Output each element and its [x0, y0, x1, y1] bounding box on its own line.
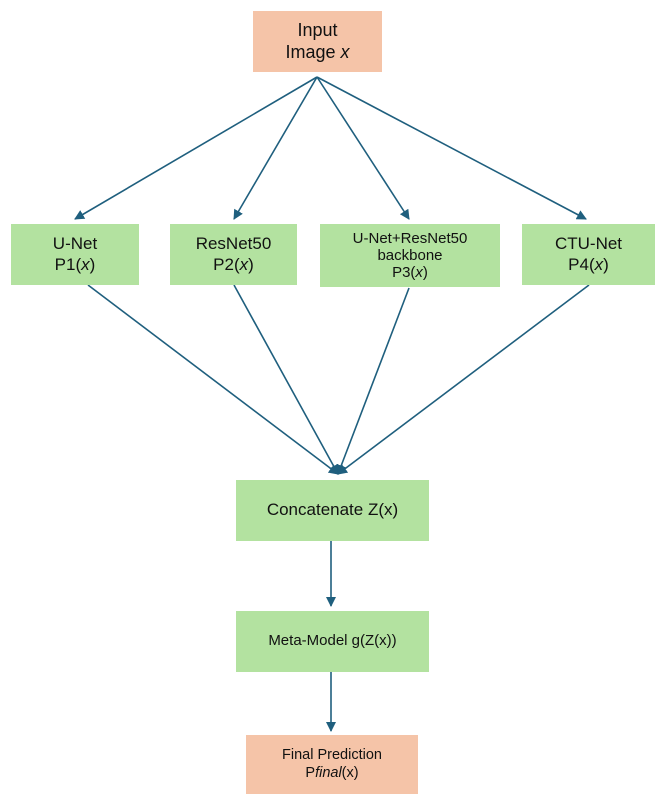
edge-unet-to-concatenate	[87, 284, 339, 475]
unet-resnet50-line2: backbone	[377, 246, 443, 264]
resnet50-line1: ResNet50	[195, 233, 272, 253]
edge-input-to-resnet50	[233, 76, 318, 220]
unet-line1: U-Net	[52, 233, 98, 253]
unet-resnet50-node: U-Net+ResNet50 backbone P3(x)	[320, 224, 500, 287]
unet-resnet50-line1: U-Net+ResNet50	[352, 229, 468, 247]
ctu-net-line1: CTU-Net	[554, 233, 623, 253]
concatenate-node: Concatenate Z(x)	[236, 480, 429, 541]
edge-ctu-net-to-concatenate	[337, 284, 590, 475]
resnet50-node: ResNet50 P2(x)	[170, 224, 297, 285]
final-prediction-node: Final Prediction Pfinal(x)	[246, 735, 418, 794]
concatenate-label: Concatenate Z(x)	[266, 500, 399, 520]
final-line2: Pfinal(x)	[305, 764, 359, 781]
resnet50-line2: P2(x)	[213, 254, 254, 274]
edge-unet-resnet50-to-concatenate	[336, 287, 410, 475]
edge-resnet50-to-concatenate	[233, 284, 339, 475]
edge-input-to-ctu-net	[316, 76, 587, 220]
ctu-net-line2: P4(x)	[568, 254, 609, 274]
unet-resnet50-line3: P3(x)	[392, 264, 428, 282]
input-line2: Image x	[285, 41, 350, 62]
unet-line2: P1(x)	[54, 254, 96, 274]
ctu-net-node: CTU-Net P4(x)	[522, 224, 655, 285]
edge-input-to-unet-resnet50	[316, 76, 410, 220]
meta-model-node: Meta-Model g(Z(x))	[236, 611, 429, 672]
input-image-node: Input Image x	[253, 11, 382, 72]
meta-model-label: Meta-Model g(Z(x))	[268, 632, 397, 650]
input-line1: Input	[297, 19, 338, 40]
edge-input-to-unet	[74, 76, 318, 220]
unet-node: U-Net P1(x)	[11, 224, 139, 285]
final-line1: Final Prediction	[282, 746, 382, 763]
